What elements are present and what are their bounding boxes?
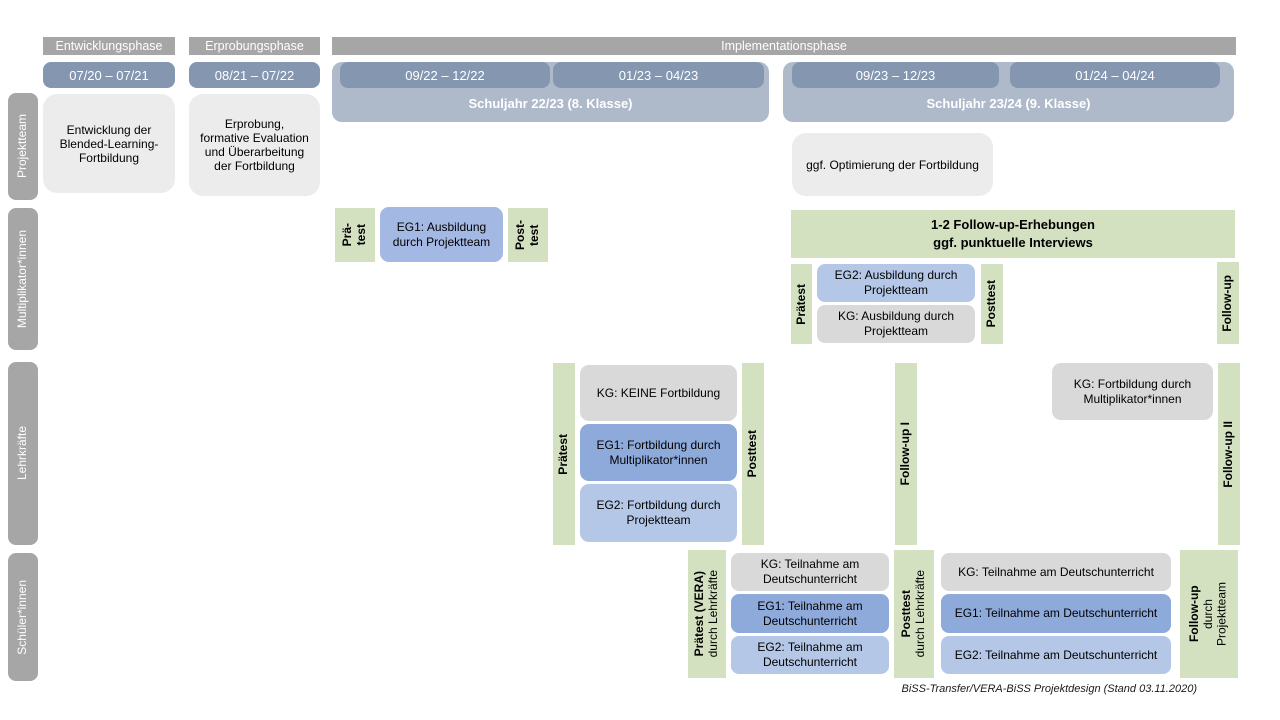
mult-posttest-2-text: Posttest (984, 280, 999, 328)
box-erprobung-evaluation: Erprobung, formative Evaluation und Über… (189, 94, 320, 196)
followup-erhebungen-text: 1-2 Follow-up-Erhebungen ggf. punktuelle… (931, 217, 1095, 250)
diagram-caption: BiSS-Transfer/VERA-BiSS Projektdesign (S… (901, 683, 1197, 695)
box-mult-posttest-1: Post- test (508, 208, 548, 262)
lehr-followup-1-text: Follow-up I (898, 422, 913, 486)
box-schueler-kg-1: KG: Teilnahme am Deutschunterricht (731, 553, 889, 591)
schuljahr-23-24-label: Schuljahr 23/24 (9. Klasse) (926, 96, 1091, 111)
box-lehr-eg2-fortbildung: EG2: Fortbildung durch Projektteam (580, 484, 737, 542)
box-schueler-eg1-2: EG1: Teilnahme am Deutschunterricht (941, 594, 1171, 633)
row-label-projektteam-text: Projektteam (15, 114, 30, 179)
box-lehr-followup-1: Follow-up I (895, 363, 917, 545)
date-bar-0821-0722: 08/21 – 07/22 (189, 62, 320, 88)
phase-header-erprobung: Erprobungsphase (189, 37, 320, 55)
date-bar-0923-1223: 09/23 – 12/23 (792, 62, 999, 88)
schueler-praetest-vera-text: Prätest (VERA) durch Lehrkräfte (692, 570, 720, 658)
row-label-multiplikatorinnen: Multiplikator*innen (8, 208, 38, 350)
row-label-lehrkraefte: Lehrkräfte (8, 362, 38, 545)
phase-header-entwicklung: Entwicklungsphase (43, 37, 175, 55)
box-lehr-kg-fortbildung: KG: Fortbildung durch Multiplikator*inne… (1052, 363, 1213, 420)
box-lehr-eg1-fortbildung: EG1: Fortbildung durch Multiplikator*inn… (580, 424, 737, 481)
schuljahr-23-24-container: 09/23 – 12/23 01/24 – 04/24 Schuljahr 23… (783, 62, 1234, 122)
box-schueler-praetest-vera: Prätest (VERA) durch Lehrkräfte (688, 550, 726, 678)
box-followup-erhebungen: 1-2 Follow-up-Erhebungen ggf. punktuelle… (791, 210, 1235, 258)
box-mult-kg-ausbildung: KG: Ausbildung durch Projektteam (817, 305, 975, 343)
date-bar-0720-0721: 07/20 – 07/21 (43, 62, 175, 88)
box-lehr-kg-keine: KG: KEINE Fortbildung (580, 365, 737, 421)
row-label-schuelerinnen: Schüler*innen (8, 553, 38, 681)
box-mult-followup: Follow-up (1217, 262, 1239, 344)
date-bar-0124-0424: 01/24 – 04/24 (1010, 62, 1220, 88)
box-mult-eg2-ausbildung: EG2: Ausbildung durch Projektteam (817, 264, 975, 302)
box-mult-eg1-ausbildung: EG1: Ausbildung durch Projektteam (380, 207, 503, 262)
lehr-followup-2-text: Follow-up II (1221, 420, 1236, 488)
mult-followup-text: Follow-up (1220, 274, 1235, 332)
box-mult-praetest-2: Prätest (791, 264, 812, 344)
date-bar-0922-1222: 09/22 – 12/22 (340, 62, 550, 88)
schueler-posttest-text: Posttest durch Lehrkräfte (899, 570, 927, 658)
row-label-multiplikatorinnen-text: Multiplikator*innen (15, 229, 30, 329)
schuljahr-22-23-label: Schuljahr 22/23 (8. Klasse) (468, 96, 633, 111)
box-mult-praetest-1: Prä- test (335, 208, 375, 262)
lehr-praetest-text: Prätest (556, 433, 571, 475)
box-schueler-eg1-1: EG1: Teilnahme am Deutschunterricht (731, 594, 889, 633)
box-schueler-kg-2: KG: Teilnahme am Deutschunterricht (941, 553, 1171, 591)
phase-header-implementation: Implementationsphase (332, 37, 1236, 55)
box-schueler-eg2-1: EG2: Teilnahme am Deutschunterricht (731, 636, 889, 674)
box-optimierung-fortbildung: ggf. Optimierung der Fortbildung (792, 133, 993, 196)
box-lehr-praetest: Prätest (553, 363, 575, 545)
mult-praetest-1-text: Prä- test (340, 223, 368, 247)
box-schueler-eg2-2: EG2: Teilnahme am Deutschunterricht (941, 636, 1171, 674)
box-entwicklung-fortbildung: Entwicklung der Blended-Learning-Fortbil… (43, 94, 175, 193)
row-label-schuelerinnen-text: Schüler*innen (15, 579, 30, 655)
mult-posttest-1-text: Post- test (513, 220, 541, 250)
box-mult-posttest-2: Posttest (981, 264, 1003, 344)
row-label-lehrkraefte-text: Lehrkräfte (15, 426, 30, 481)
date-bar-0123-0423: 01/23 – 04/23 (553, 62, 764, 88)
row-label-projektteam: Projektteam (8, 93, 38, 200)
box-schueler-posttest: Posttest durch Lehrkräfte (894, 550, 934, 678)
box-schueler-followup: Follow-up durch Projektteam (1180, 550, 1238, 678)
schueler-followup-text: Follow-up durch Projektteam (1187, 581, 1229, 647)
lehr-posttest-text: Posttest (745, 430, 760, 478)
box-lehr-followup-2: Follow-up II (1218, 363, 1240, 545)
mult-praetest-2-text: Prätest (793, 283, 808, 325)
box-lehr-posttest: Posttest (742, 363, 764, 545)
schuljahr-22-23-container: 09/22 – 12/22 01/23 – 04/23 Schuljahr 22… (332, 62, 769, 122)
